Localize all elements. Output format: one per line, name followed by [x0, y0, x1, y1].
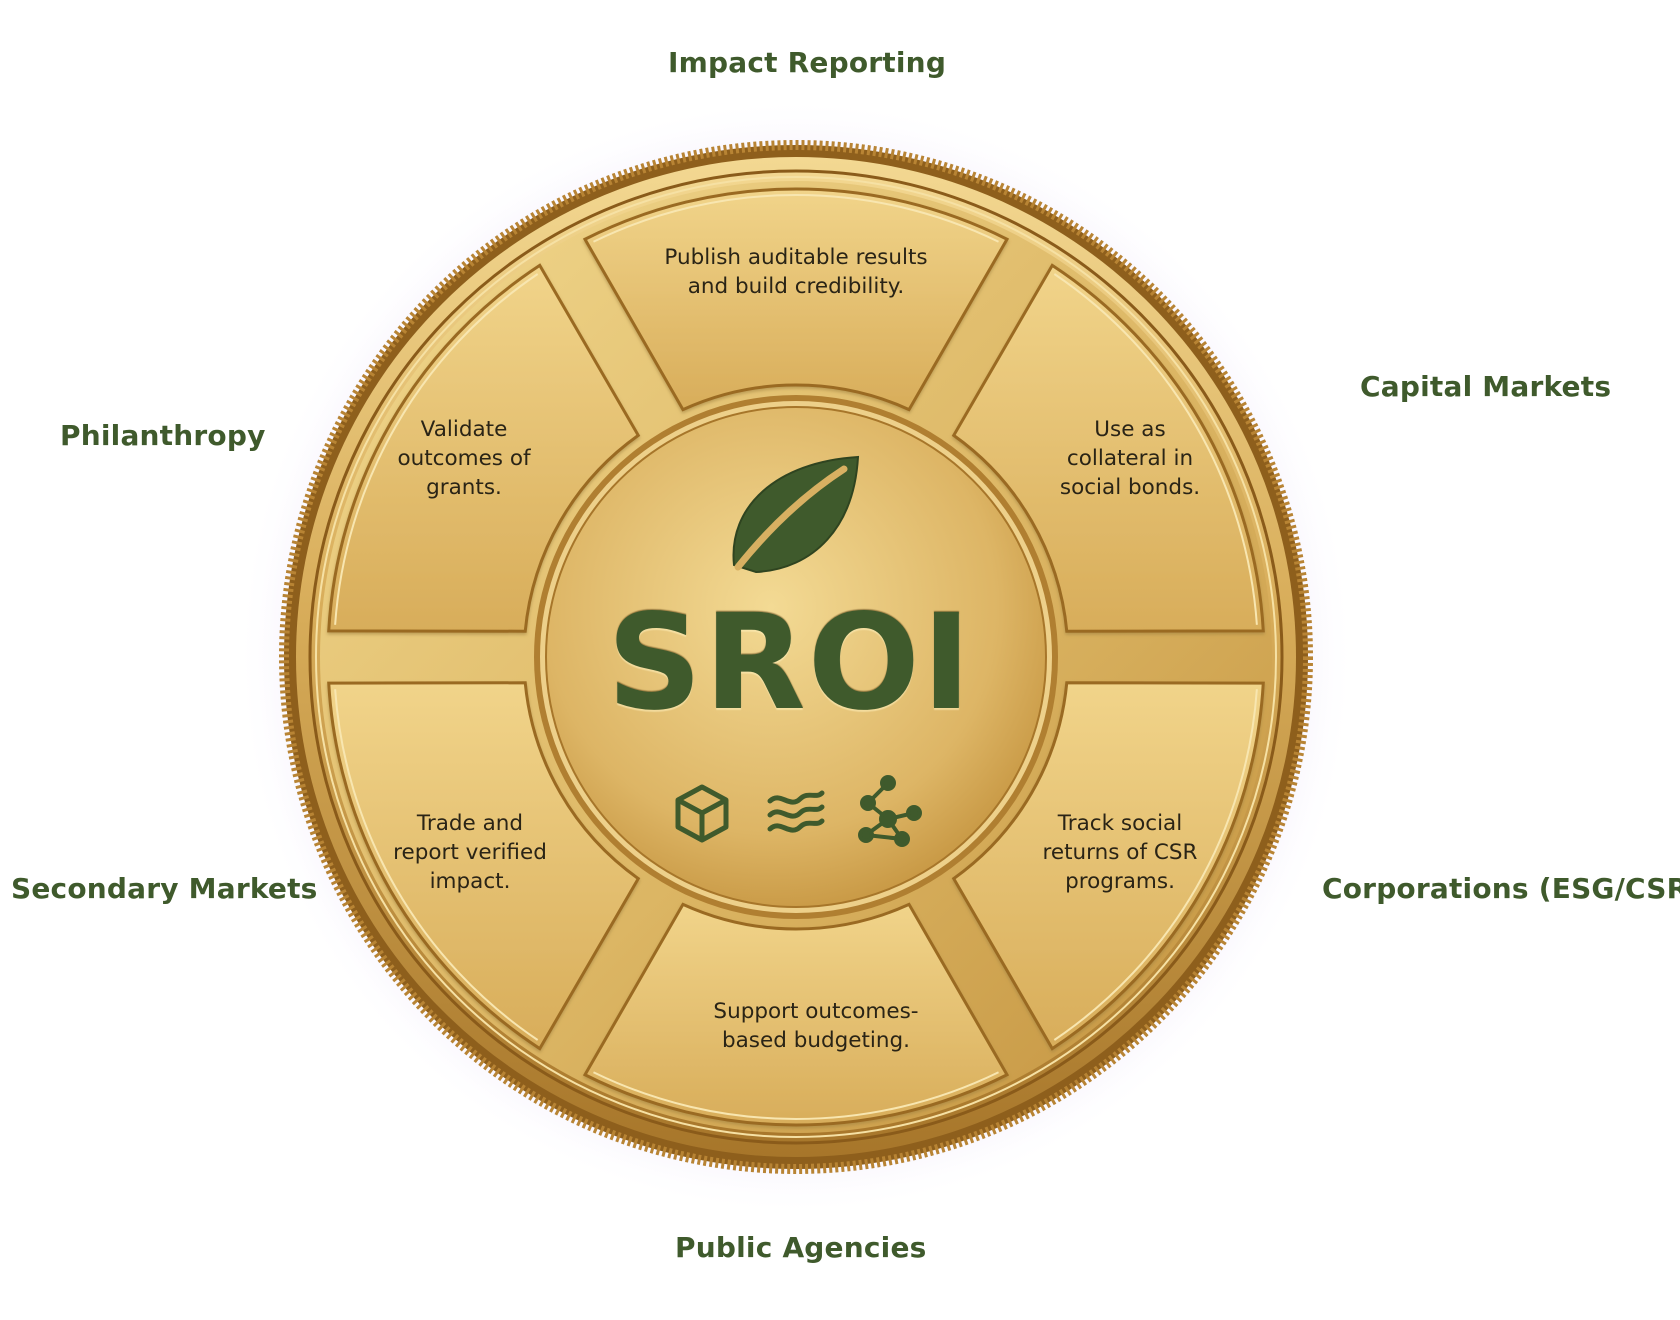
- segment-philanthropy: [327, 263, 641, 633]
- sroi-title: SROI: [606, 586, 974, 740]
- segment-highlight: [593, 194, 999, 243]
- segment-highlight: [334, 689, 539, 1041]
- center-medallion: [545, 406, 1047, 908]
- label-philanthropy: Philanthropy: [60, 419, 266, 452]
- segment-capital-markets: [951, 263, 1265, 633]
- segment-corporations: [951, 681, 1265, 1051]
- rim-highlight: [315, 176, 1277, 1138]
- segment-highlight: [334, 273, 539, 625]
- cube-icon: [675, 784, 729, 843]
- label-public-agencies: Public Agencies: [675, 1231, 927, 1264]
- network-icon: [858, 775, 922, 847]
- waves-icon: [767, 790, 825, 833]
- segment-text-public-agencies: Support outcomes-based budgeting.: [713, 999, 919, 1053]
- label-capital-markets: Capital Markets: [1360, 370, 1612, 403]
- segment-highlight: [593, 1071, 999, 1120]
- segment-impact-reporting: [582, 187, 1010, 412]
- rim-groove: [308, 169, 1284, 1145]
- label-secondary-markets: Secondary Markets: [11, 872, 318, 905]
- leaf-icon: [732, 455, 860, 574]
- segment-ring: [327, 187, 1265, 1127]
- segment-public-agencies: [582, 902, 1010, 1127]
- label-impact-reporting: Impact Reporting: [668, 46, 947, 79]
- segment-highlight: [1053, 689, 1258, 1041]
- segment-secondary-markets: [327, 681, 641, 1051]
- label-corporations: Corporations (ESG/CSR): [1322, 872, 1680, 905]
- segment-highlight: [1053, 273, 1258, 625]
